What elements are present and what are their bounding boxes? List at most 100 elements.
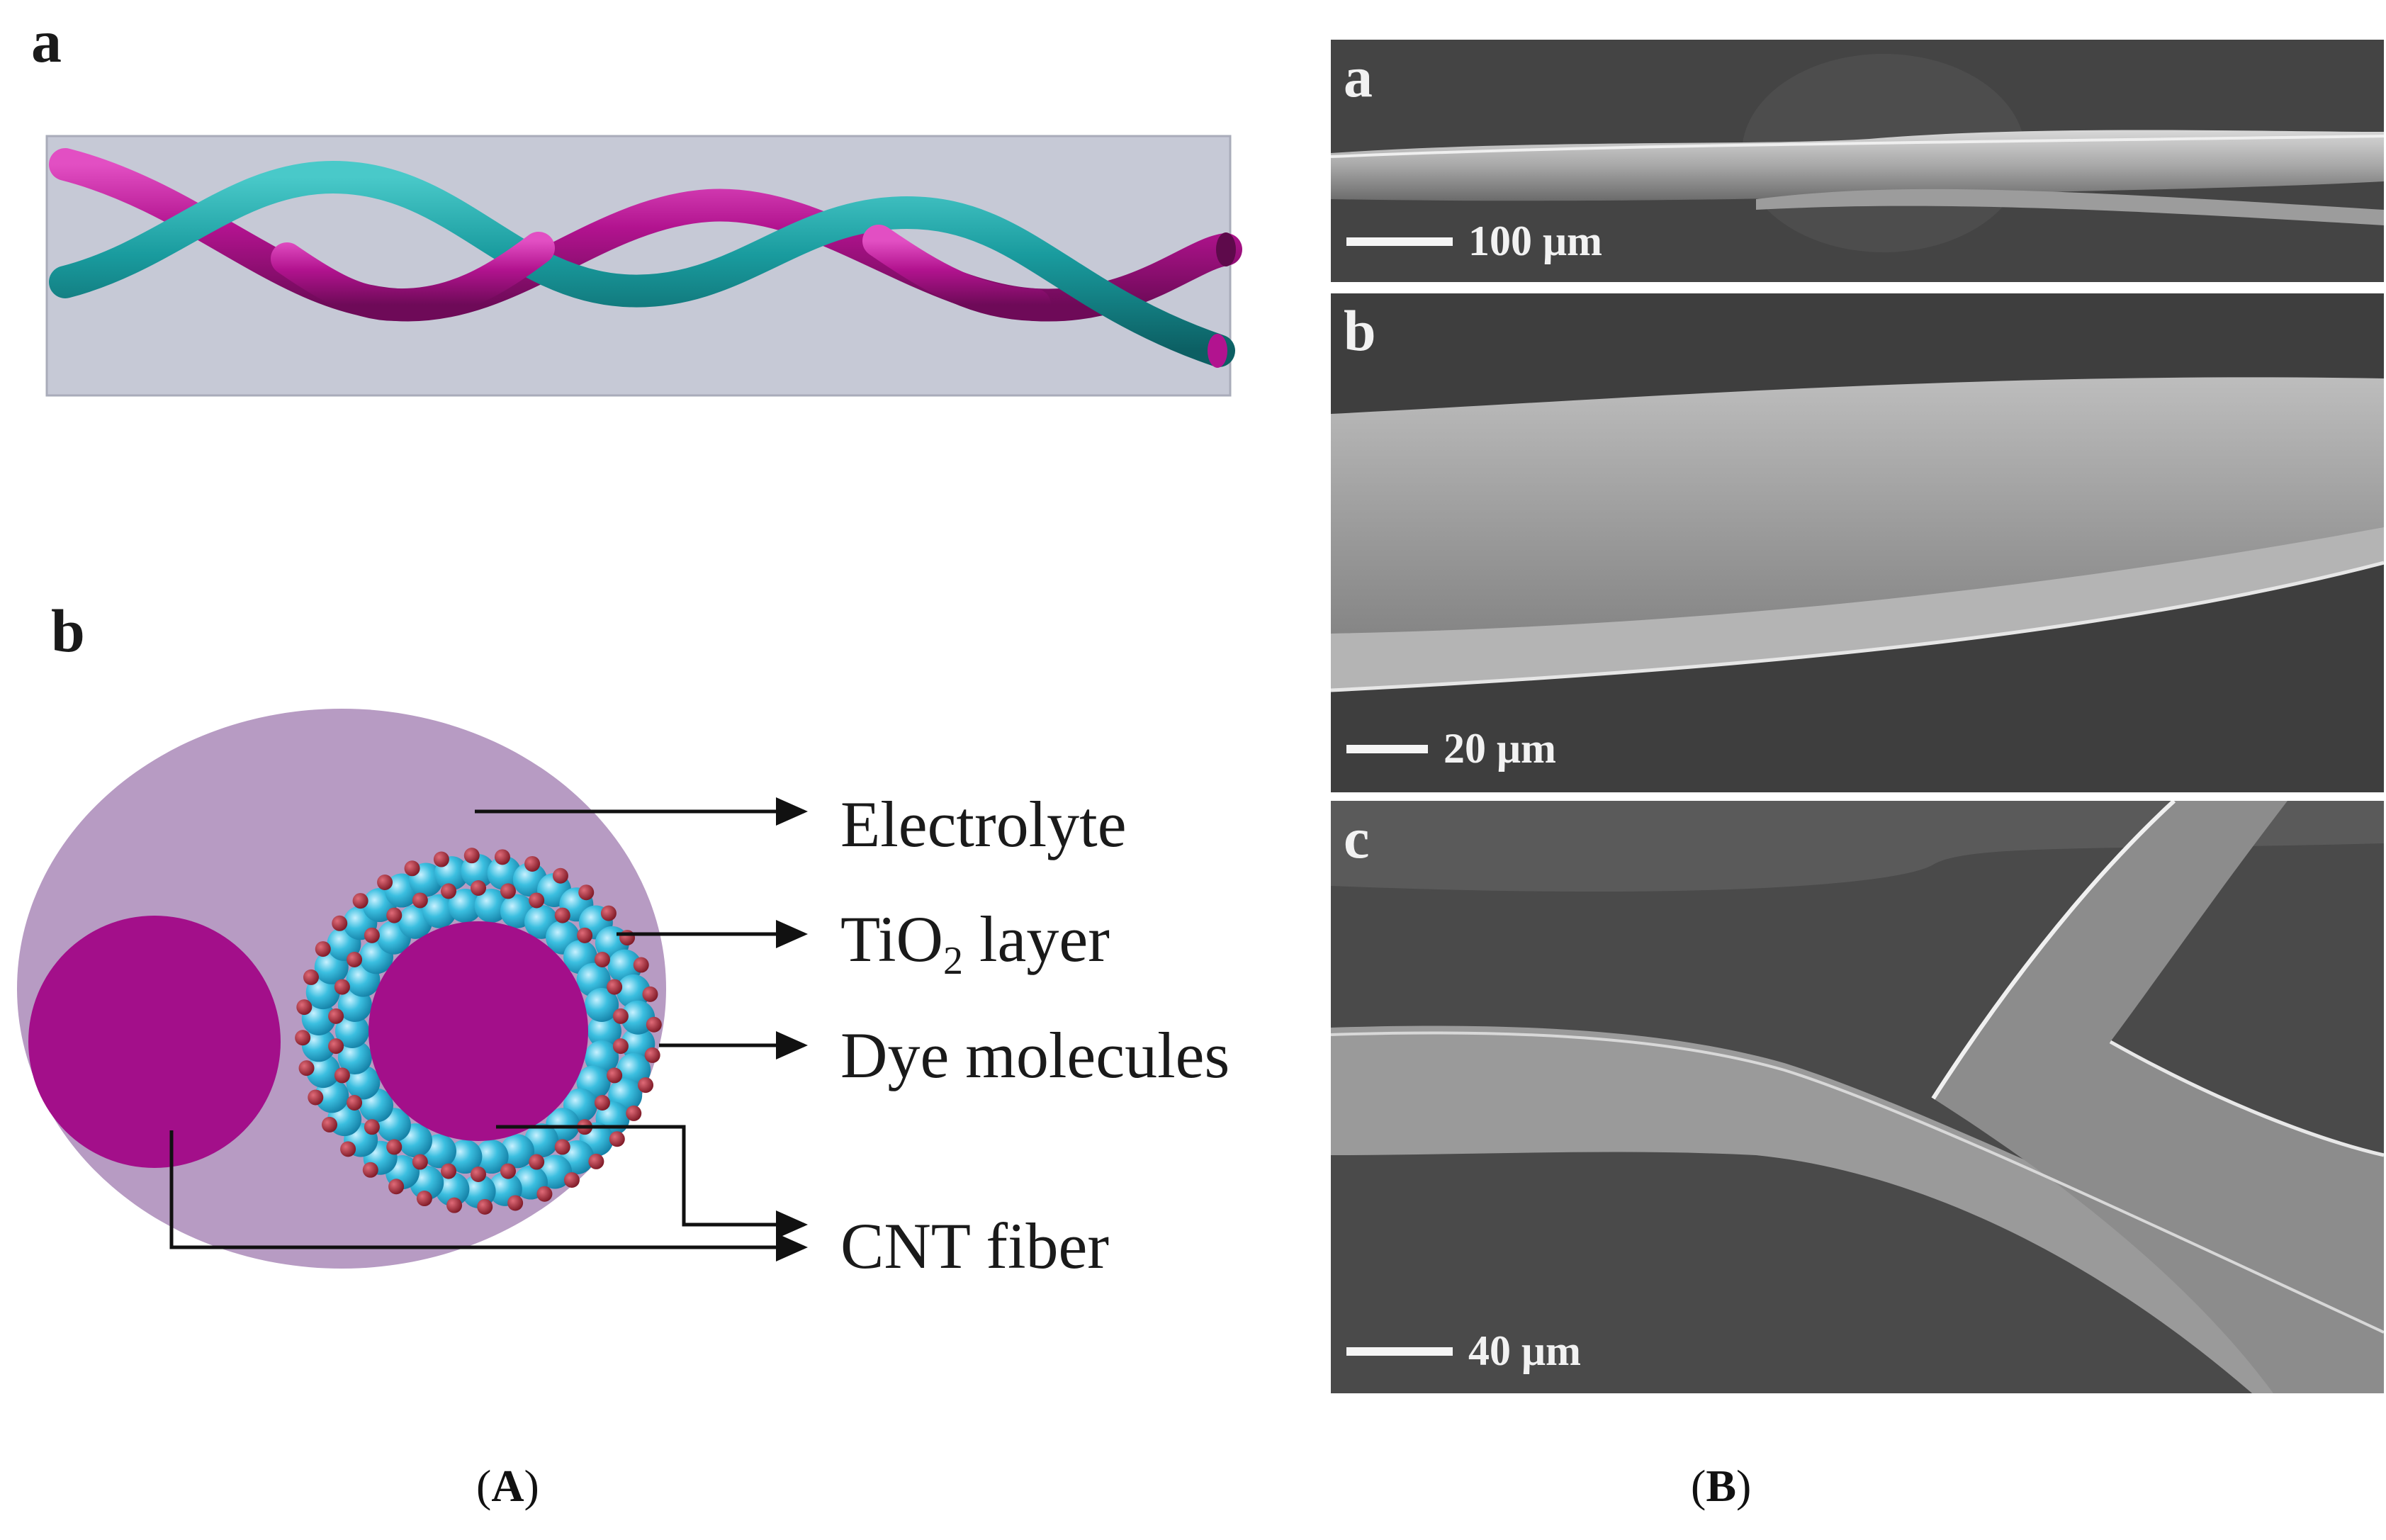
teal-fiber	[49, 160, 1235, 367]
dye-molecule	[529, 892, 545, 909]
dye-molecule	[328, 1008, 344, 1024]
dye-molecule	[578, 884, 595, 901]
dye-molecule	[594, 952, 610, 967]
dye-molecule	[607, 979, 623, 995]
dye-molecule	[494, 849, 510, 865]
dye-molecule	[463, 848, 480, 864]
cnt-center-arrow	[496, 1125, 808, 1239]
dye-molecules-label: Dye molecules	[840, 1019, 1230, 1091]
dye-molecule	[554, 1139, 570, 1155]
sem-a-texture	[1331, 40, 2384, 282]
tio2-particle	[306, 1054, 341, 1089]
tio2-particle	[474, 1140, 509, 1174]
dye-molecule	[646, 1016, 662, 1033]
scale-bar-c-line	[1346, 1347, 1453, 1356]
sem-image-b: b 20 μm	[1331, 293, 2384, 792]
dye-molecule	[477, 1198, 493, 1215]
dye-molecule	[563, 1172, 580, 1188]
electrolyte-label: Electrolyte	[840, 788, 1127, 860]
tio2-particle	[422, 894, 456, 928]
tio2-particle	[474, 888, 509, 923]
subpanel-label-a: a	[31, 7, 62, 75]
dye-molecule	[303, 969, 319, 985]
dye-molecule	[321, 1116, 337, 1132]
dye-molecule	[471, 1167, 486, 1182]
dye-molecule	[296, 999, 313, 1016]
dye-molecule	[362, 1162, 378, 1178]
magenta-fiber-front	[271, 225, 1051, 322]
dye-molecule	[352, 893, 368, 909]
tio2-particle	[435, 1172, 470, 1207]
tio2-label-subscript: 2	[942, 939, 963, 983]
teal-fiber-end	[1208, 334, 1227, 368]
dye-molecule	[638, 1077, 654, 1094]
dye-molecule	[364, 927, 380, 943]
dye-molecule	[619, 930, 636, 946]
dye-molecule	[412, 892, 428, 909]
dye-molecule	[386, 907, 403, 923]
dye-molecule	[334, 1067, 350, 1084]
dye-molecule	[347, 1095, 363, 1111]
dye-molecule	[536, 1186, 553, 1202]
dye-molecule	[364, 1119, 380, 1135]
tio2-particle	[337, 1040, 372, 1075]
tio2-layer-label: TiO2 layer	[840, 901, 1110, 983]
sem-image-a: a 100 μm	[1331, 40, 2384, 282]
magenta-fiber-end	[1216, 232, 1236, 266]
subpanel-label-b: b	[51, 597, 85, 665]
scale-bar-b-line	[1346, 744, 1428, 753]
tio2-dye-shell	[295, 848, 662, 1215]
dye-molecule	[642, 986, 658, 1002]
dye-molecule	[328, 1038, 344, 1055]
caption-b-letter: B	[1706, 1461, 1736, 1511]
cnt-fiber-left	[28, 916, 281, 1168]
scale-bar-c-text: 40 μm	[1468, 1327, 1581, 1374]
sem-a-letter: a	[1344, 45, 1373, 109]
caption-a-close: )	[524, 1461, 539, 1511]
caption-a-open: (	[476, 1461, 492, 1511]
dye-molecule	[295, 1030, 311, 1046]
dye-molecule	[626, 1105, 642, 1121]
tio2-particle	[448, 1140, 483, 1174]
dye-molecule	[588, 1153, 604, 1169]
dye-molecule	[577, 927, 593, 943]
dye-molecule	[633, 957, 649, 973]
dye-molecule	[308, 1089, 324, 1106]
tio2-label-main: TiO	[840, 903, 943, 975]
dye-molecule	[594, 1095, 610, 1111]
dye-molecule	[552, 867, 568, 884]
dye-molecule	[377, 874, 393, 890]
dye-molecule	[500, 883, 516, 899]
dye-molecule	[471, 880, 486, 896]
sem-b-letter: b	[1344, 298, 1376, 363]
dye-molecule	[612, 1008, 629, 1024]
dye-molecule	[315, 941, 331, 957]
caption-b-open: (	[1691, 1461, 1706, 1511]
dye-molecule	[500, 1163, 516, 1179]
caption-b-close: )	[1736, 1461, 1752, 1511]
cnt-fiber-center	[368, 921, 588, 1141]
caption-a-letter: A	[491, 1461, 524, 1511]
scale-bar-a-line	[1346, 237, 1453, 246]
tio2-particle	[616, 974, 651, 1008]
tio2-particle	[487, 855, 522, 890]
cnt-left-arrow	[169, 1130, 808, 1261]
dye-molecule	[607, 1067, 623, 1084]
sem-b-texture	[1331, 293, 2384, 792]
tio2-label-rest: layer	[962, 903, 1110, 975]
panel-b-caption: (B)	[1691, 1460, 1751, 1512]
dye-molecule	[340, 1141, 356, 1157]
scale-bar-b: 20 μm	[1346, 724, 1556, 773]
tio2-particle	[448, 888, 483, 923]
dye-molecule	[612, 1038, 629, 1055]
scale-bar-a-text: 100 μm	[1468, 218, 1602, 264]
tio2-particle	[587, 1014, 621, 1048]
scale-bar-c: 40 μm	[1346, 1327, 1581, 1376]
dye-molecule	[644, 1047, 660, 1063]
cnt-fiber-label: CNT fiber	[840, 1210, 1110, 1282]
sem-c-texture	[1331, 801, 2384, 1393]
dye-molecule	[416, 1191, 432, 1207]
dye-molecule	[412, 1154, 428, 1170]
dye-molecule	[554, 907, 570, 923]
